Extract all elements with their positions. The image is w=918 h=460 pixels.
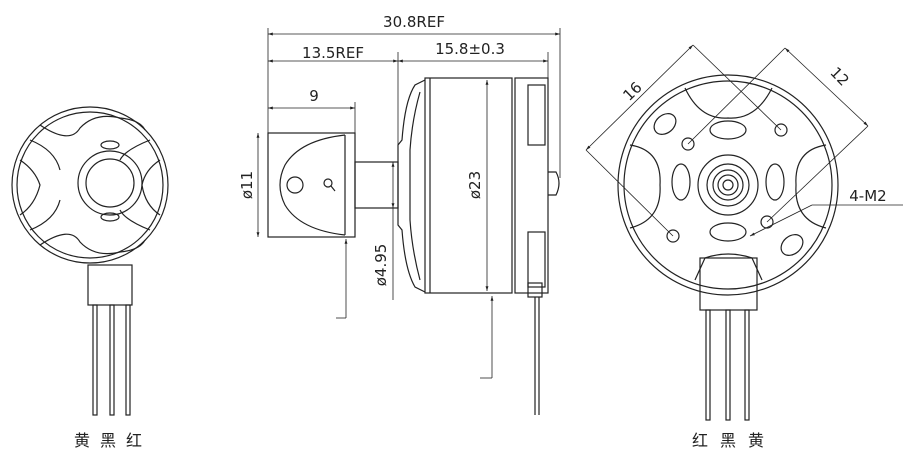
wires-rear xyxy=(705,309,750,421)
dim-adapter-length: 9 xyxy=(309,87,319,105)
dim-overall-length: 30.8REF xyxy=(383,13,445,31)
wires-front xyxy=(92,304,131,416)
motor-body xyxy=(424,77,513,294)
wire-label-front-3: 红 xyxy=(126,431,142,450)
bearing-hub xyxy=(697,154,759,216)
front-view: 黄 黑 红 xyxy=(11,106,169,450)
shaft xyxy=(354,161,399,209)
dim-mount-holes: 4-M2 xyxy=(849,187,886,205)
connector xyxy=(87,264,133,306)
wire-label-rear-2: 黑 xyxy=(720,431,736,450)
dim-hole-spacing-12: 12 xyxy=(826,63,852,89)
wire-label-rear-1: 红 xyxy=(692,431,708,450)
wire-label-front-2: 黑 xyxy=(100,431,116,450)
dim-front-length: 13.5REF xyxy=(302,44,364,62)
dim-hole-spacing-16: 16 xyxy=(619,78,645,104)
dim-body-length: 15.8±0.3 xyxy=(435,40,505,58)
wire-label-rear-3: 黄 xyxy=(748,431,764,450)
prop-adapter xyxy=(267,132,356,238)
rear-view: 红 黑 黄 16 12 4-M2 xyxy=(585,44,903,450)
hub-outer xyxy=(77,150,143,216)
connector-rear xyxy=(699,257,758,311)
hub-inner xyxy=(85,158,135,208)
wire-label-front-1: 黄 xyxy=(74,431,90,450)
motor-rear xyxy=(514,77,549,294)
dim-shaft-diameter: ø4.95 xyxy=(372,244,390,287)
mount-holes xyxy=(666,123,788,243)
dim-adapter-diameter: ø11 xyxy=(238,171,256,199)
side-view: 30.8REF 13.5REF 15.8±0.3 9 ø11 ø4.95 ø23 xyxy=(238,13,561,415)
dim-body-diameter: ø23 xyxy=(466,171,484,199)
